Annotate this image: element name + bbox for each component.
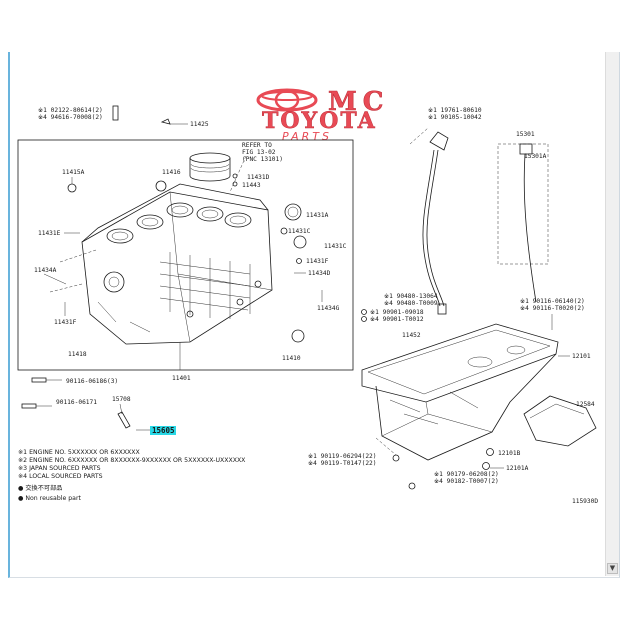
label-p90105: ※1 90105-10042 [428,114,482,121]
label-p90116c: ※1 90116-06140(2) [520,298,585,305]
label-refer1: REFER TO [242,142,272,149]
label-p12101a: 12101A [506,465,529,472]
highlight-p15605 [150,426,176,435]
label-p90901: ※1 90901-09018 [370,309,424,316]
label-refer3: (PNC 13101) [242,156,283,163]
label-p90116a: 90116-06186(3) [66,378,118,385]
label-p90119b: ※4 90119-T0147(22) [308,460,377,467]
label-p11434d: 11434D [308,270,331,277]
watermark-line3: PARTS [282,130,332,143]
dipstick [519,143,537,303]
vertical-scrollbar[interactable]: ▼ [605,52,619,576]
dowel-pin [112,105,119,121]
label-p12101b: 12101B [498,450,521,457]
label-p15605: 15605 [152,426,175,435]
label-p11418: 11418 [68,351,87,358]
label-p90179: ※1 90179-06208(2) [434,471,499,478]
label-p11401: 11401 [172,375,191,382]
label-refer2: FIG 13-02 [242,149,276,156]
label-p11434g: 11434G [317,305,340,312]
label-p11434a: 11434A [34,267,57,274]
note-4: ※4 LOCAL SOURCED PARTS [18,473,103,480]
label-p15301a: 15301A [524,153,547,160]
engine-block-frame [17,139,354,371]
parts-diagram: MC TOYOTA PARTS ※1 02122-80614(2) ※4 946… [17,87,598,505]
label-p11431d: 11431D [247,174,270,181]
label-p15708: 15708 [112,396,131,403]
baffle-plate [523,395,597,447]
label-p90179b: ※4 90182-T0007(2) [434,478,499,485]
note-2: ※2 ENGINE NO. 6XXXXXX OR 8XXXXXX-9XXXXXX… [18,457,246,464]
label-p11431c2: 11431C [324,243,347,250]
label-p90901b: ※4 90901-T0012 [370,316,424,323]
label-p90480b: ※4 90480-T0009 [384,300,438,307]
label-p15301: 15301 [516,131,535,138]
label-p11431f: 11431F [54,319,77,326]
oil-pan [361,323,559,461]
label-p11416: 11416 [162,169,181,176]
label-p11415a: 11415A [62,169,85,176]
label-p90116b: 90116-06171 [56,399,97,406]
cylinder-block [81,183,273,345]
chevron-down-icon[interactable]: ▼ [607,563,618,574]
label-p11431a: 11431A [306,212,329,219]
dipstick-guide [422,131,449,315]
label-p11425: 11425 [190,121,209,128]
label-p11443: 11443 [242,182,261,189]
label-p11431e: 11431E [38,230,61,237]
label-p94616: ※4 94616-70008(2) [38,114,103,121]
label-p11431c: 11431C [288,228,311,235]
label-p90119: ※1 90119-06294(22) [308,453,377,460]
figure-code: 115930D [572,498,598,505]
diagram-viewer[interactable]: MC TOYOTA PARTS ※1 02122-80614(2) ※4 946… [8,52,620,578]
label-p02122: ※1 02122-80614(2) [38,107,103,114]
watermark: MC TOYOTA PARTS [256,87,389,143]
label-p11452: 11452 [402,332,421,339]
watermark-line2: TOYOTA [262,108,377,134]
label-p19761: ※1 19761-80610 [428,107,482,114]
note-5: ● 交換不可部品 [18,484,63,492]
note-6: ● Non reusable part [18,495,82,502]
label-p12101: 12101 [572,353,591,360]
label-p90480a: ※1 90480-13064 [384,293,438,300]
note-3: ※3 JAPAN SOURCED PARTS [18,465,101,472]
label-p12584: 12584 [576,401,595,408]
watermark-line1: MC [328,87,389,117]
piston [189,152,231,182]
label-p11410: 11410 [282,355,301,362]
note-1: ※1 ENGINE NO. 5XXXXXX OR 6XXXXXX [18,449,141,456]
label-p11431f2: 11431F [306,258,329,265]
label-p90116d: ※4 90116-T0020(2) [520,305,585,312]
